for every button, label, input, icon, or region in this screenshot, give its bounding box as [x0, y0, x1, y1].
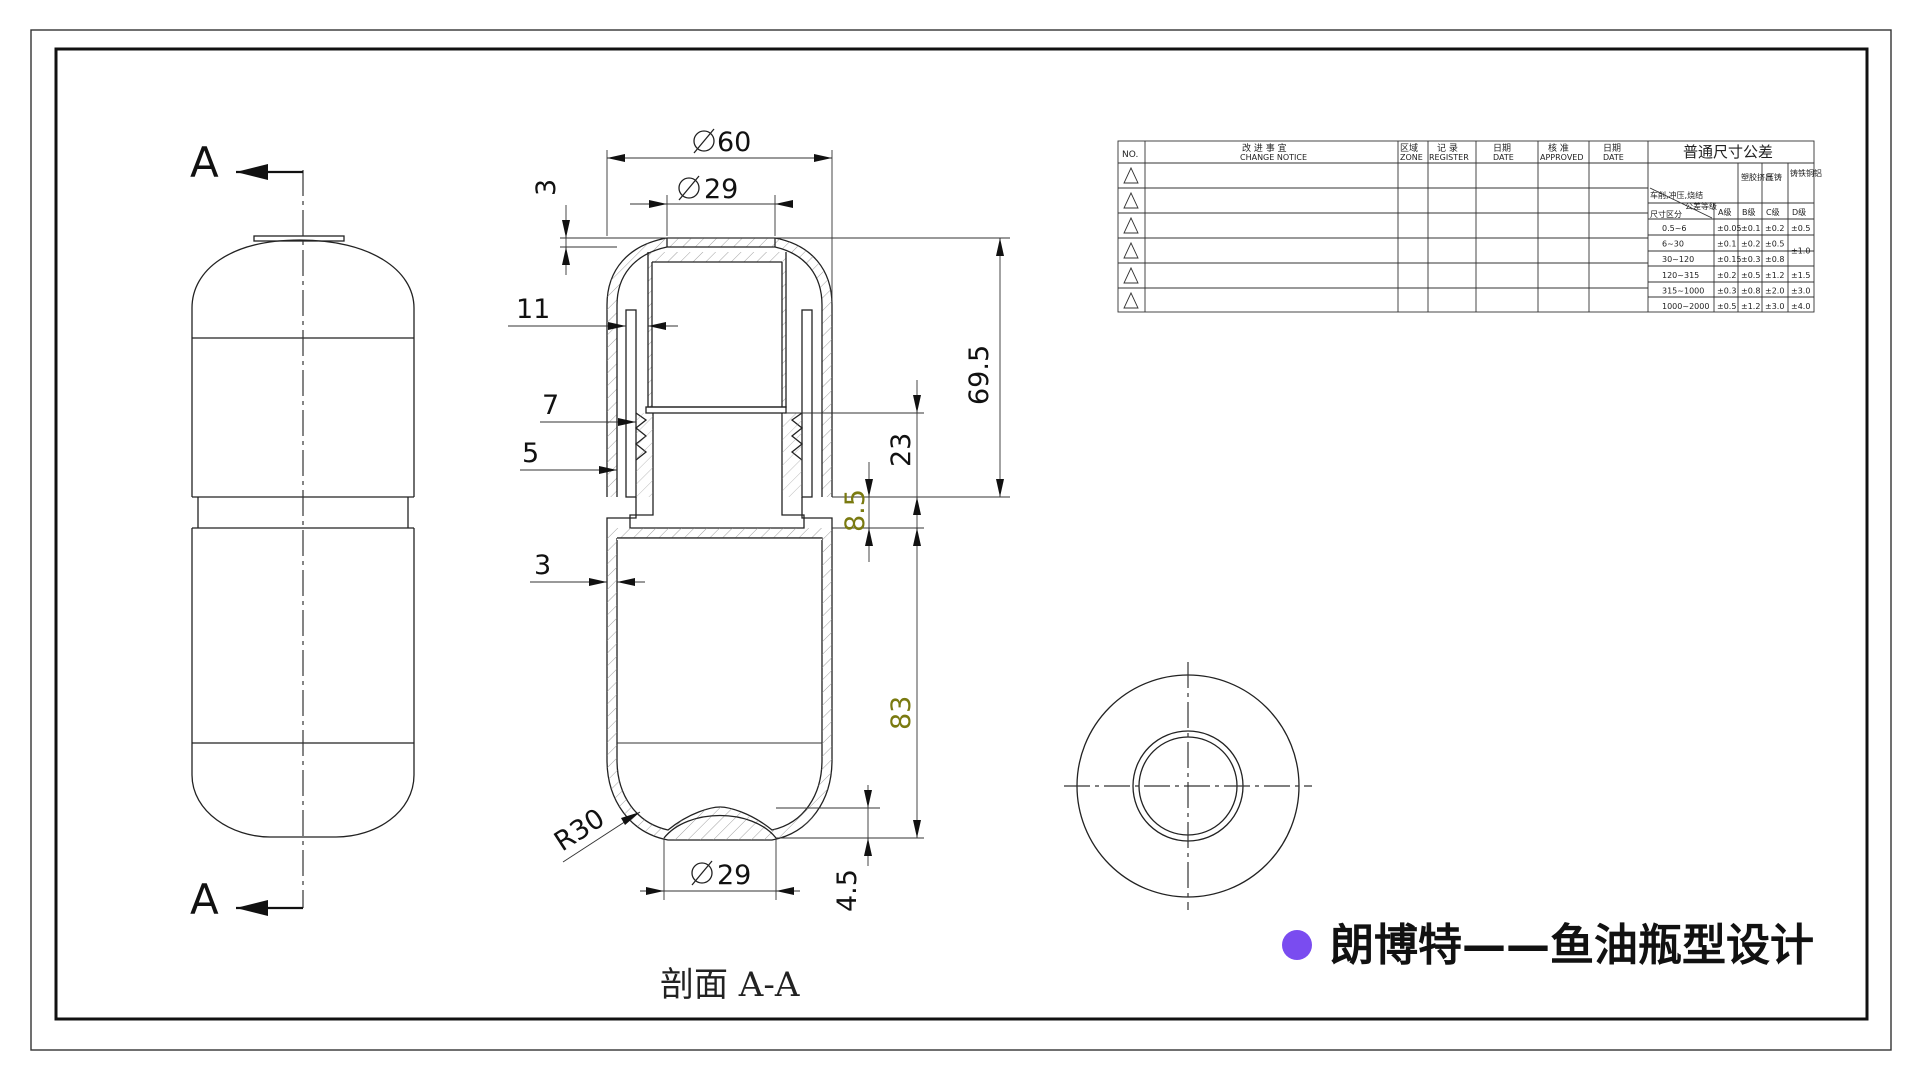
tb-zone: 区域 [1400, 142, 1418, 154]
tol-cell: ±3.0 [1791, 286, 1810, 295]
title-bullet-icon [1282, 930, 1312, 960]
section-mark-top: A [190, 138, 219, 187]
tol-cell: ±1.2 [1765, 271, 1784, 280]
tol-cell: ±2.0 [1765, 286, 1784, 295]
tol-grade: B级 [1742, 207, 1756, 217]
tb-date2-en: DATE [1603, 153, 1624, 162]
tb-approve-en: APPROVED [1540, 153, 1584, 162]
tol-cell: ±0.05 [1717, 224, 1742, 233]
section-caption: 剖面 A-A [660, 965, 800, 1005]
dim-23: 23 [886, 433, 917, 467]
tol-cell: ±0.5 [1741, 271, 1760, 280]
dim-4-5: 4.5 [832, 869, 863, 912]
tol-range: 6~30 [1662, 240, 1684, 249]
tol-cell: ±4.0 [1791, 302, 1810, 311]
tol-cell: ±1.2 [1741, 302, 1760, 311]
dim-69-5: 69.5 [964, 345, 995, 405]
tol-title: 普通尺寸公差 [1683, 143, 1773, 161]
tol-cell: ±0.2 [1717, 271, 1736, 280]
tb-date2: 日期 [1603, 143, 1621, 154]
tol-range: 30~120 [1662, 255, 1694, 264]
tol-cell: ±1.5 [1791, 271, 1810, 280]
tol-cell: ±0.5 [1765, 240, 1784, 249]
dim-7: 7 [542, 390, 559, 421]
dim-5: 5 [522, 438, 539, 469]
tol-cell: ±0.5 [1717, 302, 1736, 311]
tol-cell: ±0.3 [1741, 255, 1760, 264]
outer-frame [30, 29, 1892, 1051]
tol-col-die: 压铸 [1766, 172, 1782, 182]
tb-date1: 日期 [1493, 143, 1511, 154]
tol-row-head-a: 车削,冲压,烧结 [1650, 190, 1703, 200]
exterior-view: A A [190, 138, 415, 924]
tol-cell: ±0.8 [1765, 255, 1784, 264]
tol-row-head-c: 公差等级 [1685, 201, 1717, 211]
section-mark-bottom: A [190, 875, 219, 924]
tol-range: 0.5~6 [1662, 224, 1687, 233]
section-arrow-top-icon [236, 164, 268, 180]
inner-frame [54, 47, 1869, 1021]
tol-grade: A级 [1718, 207, 1731, 217]
tol-grade: D级 [1792, 207, 1806, 217]
tol-cell: ±0.3 [1717, 286, 1736, 295]
tb-no: NO. [1122, 150, 1138, 160]
tol-grade: C级 [1766, 207, 1780, 217]
section-view [606, 237, 833, 841]
tb-change: 改 进 事 宜 [1242, 142, 1287, 154]
tol-cell: ±3.0 [1765, 302, 1784, 311]
tol-range: 1000~2000 [1662, 302, 1709, 311]
tol-cell: ±0.8 [1741, 286, 1760, 295]
top-view [1064, 662, 1312, 910]
dim-3-top: 3 [531, 179, 562, 196]
dim-dia-29-bottom: 29 [717, 860, 751, 891]
drawing-title: 朗博特——鱼油瓶型设计 [1330, 920, 1814, 971]
tb-approve: 核 准 [1548, 142, 1569, 154]
tb-date1-en: DATE [1493, 153, 1514, 162]
tb-change-en: CHANGE NOTICE [1240, 153, 1307, 162]
tol-range: 315~1000 [1662, 286, 1704, 295]
tol-cell: ±1.0 [1791, 247, 1810, 256]
tol-cell: ±0.2 [1741, 240, 1760, 249]
section-arrow-bottom-icon [236, 900, 268, 916]
tol-cell: ±0.15 [1717, 255, 1742, 264]
tol-range: 120~315 [1662, 271, 1699, 280]
title-block: NO. 改 进 事 宜 CHANGE NOTICE 区域 ZONE 记 录 RE… [1117, 140, 1822, 313]
dim-dia-29-top: 29 [704, 174, 738, 205]
tol-cell: ±0.2 [1765, 224, 1784, 233]
tb-zone-en: ZONE [1400, 153, 1423, 162]
tol-col-plastic: 塑胶挤出 [1741, 172, 1773, 182]
tol-cell: ±0.5 [1791, 224, 1810, 233]
tol-cell: ±0.1 [1717, 240, 1736, 249]
tol-row-head-b: 尺寸区分 [1650, 209, 1682, 219]
dim-dia-60: 60 [717, 127, 751, 158]
tol-col-cast: 铸铁铜铝 [1790, 168, 1822, 178]
dim-8-5: 8.5 [840, 489, 871, 532]
dim-r30: R30 [549, 803, 610, 858]
dim-11: 11 [516, 294, 550, 325]
tol-cell: ±0.1 [1741, 224, 1760, 233]
tb-record: 记 录 [1437, 143, 1458, 154]
dim-3-wall: 3 [534, 550, 551, 581]
dim-83: 83 [886, 696, 917, 730]
tb-record-en: REGISTER [1429, 153, 1469, 162]
